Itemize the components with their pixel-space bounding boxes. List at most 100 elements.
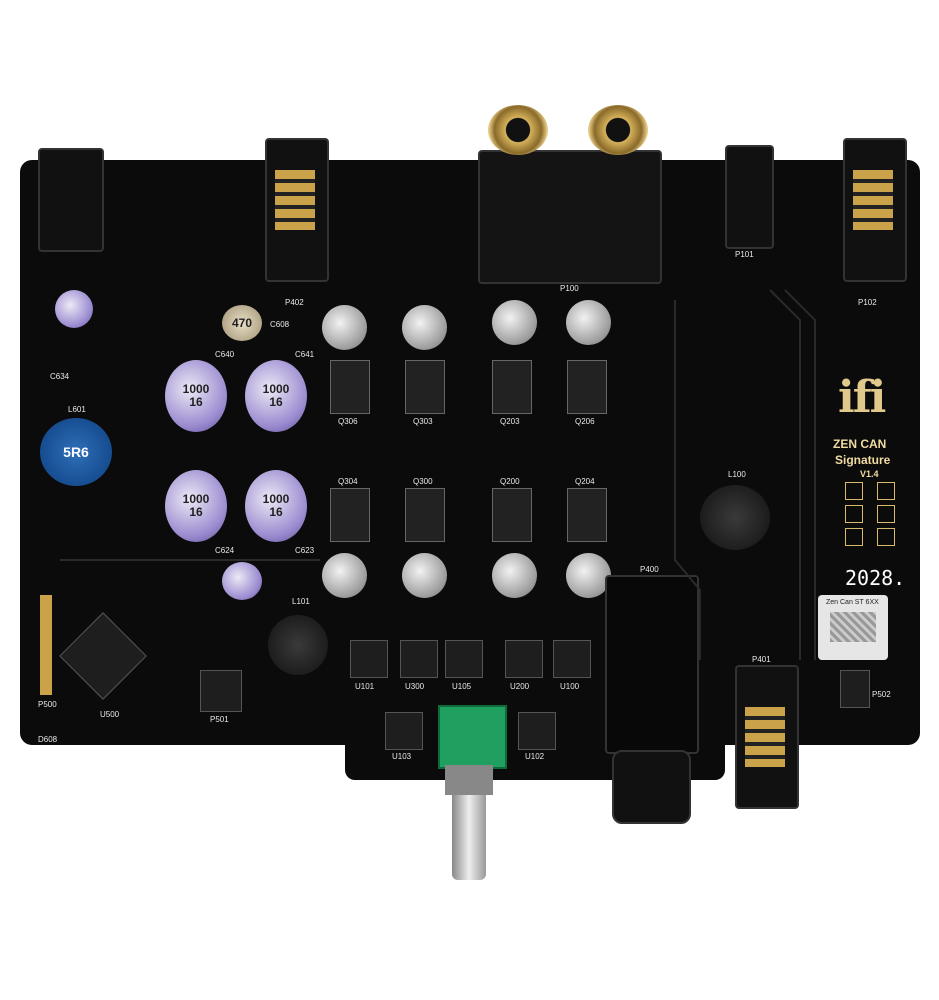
cap-value: 470 bbox=[231, 315, 253, 330]
label-l101: L101 bbox=[292, 597, 310, 606]
label-l100: L100 bbox=[728, 470, 746, 479]
chip-u200 bbox=[505, 640, 543, 678]
label-l601: L601 bbox=[68, 405, 86, 414]
cap-value: 1000 bbox=[182, 382, 210, 396]
label-p402: P402 bbox=[285, 298, 304, 307]
gold-contacts bbox=[745, 707, 785, 767]
cap-value: 1000 bbox=[262, 492, 290, 506]
power-inductor: 5R6 bbox=[40, 418, 112, 486]
transistor-q306 bbox=[330, 360, 370, 414]
label-u300: U300 bbox=[405, 682, 425, 691]
label-u103: U103 bbox=[392, 752, 412, 761]
label-p100: P100 bbox=[560, 284, 579, 293]
label-c623: C623 bbox=[295, 546, 315, 555]
label-c641: C641 bbox=[295, 350, 315, 359]
silkscreen-box bbox=[877, 505, 895, 523]
transistor-q303 bbox=[405, 360, 445, 414]
volume-knob-shaft[interactable] bbox=[452, 795, 486, 880]
header-p500 bbox=[40, 595, 52, 695]
label-p401: P401 bbox=[752, 655, 771, 664]
label-u105: U105 bbox=[452, 682, 472, 691]
serial-number: 2028. bbox=[845, 566, 906, 590]
silkscreen-box bbox=[877, 482, 895, 500]
chip-u300 bbox=[400, 640, 438, 678]
label-u200: U200 bbox=[510, 682, 530, 691]
product-name: ZEN CAN bbox=[833, 437, 887, 451]
silkscreen-box bbox=[845, 505, 863, 523]
silkscreen-box bbox=[845, 528, 863, 546]
silkscreen-box bbox=[845, 482, 863, 500]
cap-voltage: 16 bbox=[189, 395, 203, 409]
ifi-logo: ifi bbox=[838, 372, 886, 423]
header-p502 bbox=[840, 670, 870, 708]
label-p500: P500 bbox=[38, 700, 57, 709]
silkscreen-box bbox=[877, 528, 895, 546]
headphone-jack-barrel bbox=[612, 750, 691, 824]
audio-capacitor bbox=[402, 305, 447, 350]
label-q204: Q204 bbox=[575, 477, 595, 486]
chip-u101 bbox=[350, 640, 388, 678]
audio-capacitor bbox=[492, 300, 537, 345]
label-u101: U101 bbox=[355, 682, 375, 691]
label-c640: C640 bbox=[215, 350, 235, 359]
cap-voltage: 16 bbox=[269, 395, 283, 409]
balanced-jack-top-left bbox=[265, 138, 329, 282]
cap-value: 1000 bbox=[182, 492, 210, 506]
audio-capacitor bbox=[322, 305, 367, 350]
audio-capacitor bbox=[402, 553, 447, 598]
dc-power-jack bbox=[38, 148, 104, 252]
label-c624: C624 bbox=[215, 546, 235, 555]
label-u500: U500 bbox=[100, 710, 120, 719]
small-capacitor bbox=[222, 562, 262, 600]
balanced-headphone-jack bbox=[735, 665, 799, 809]
rca-jack-left bbox=[488, 105, 548, 155]
transistor-q200 bbox=[492, 488, 532, 542]
chip-u102 bbox=[518, 712, 556, 750]
inductor-l100 bbox=[700, 485, 770, 550]
label-p101: P101 bbox=[735, 250, 754, 259]
cap-value: 1000 bbox=[262, 382, 290, 396]
transistor-q300 bbox=[405, 488, 445, 542]
label-p501: P501 bbox=[210, 715, 229, 724]
audio-capacitor bbox=[322, 553, 367, 598]
chip-u103 bbox=[385, 712, 423, 750]
label-q206: Q206 bbox=[575, 417, 595, 426]
inductor-marking: 5R6 bbox=[63, 444, 89, 460]
label-u100: U100 bbox=[560, 682, 580, 691]
label-c608: C608 bbox=[270, 320, 290, 329]
label-u102: U102 bbox=[525, 752, 545, 761]
transistor-q204 bbox=[567, 488, 607, 542]
input-jack-3-5mm bbox=[725, 145, 774, 249]
label-c634: C634 bbox=[50, 372, 70, 381]
rca-jack-right bbox=[588, 105, 648, 155]
audio-capacitor bbox=[492, 553, 537, 598]
potentiometer-thread bbox=[445, 765, 493, 795]
headphone-jack-6-35mm bbox=[605, 575, 699, 754]
label-p502: P502 bbox=[872, 690, 891, 699]
rca-input-block bbox=[478, 150, 662, 284]
balanced-jack-top-right bbox=[843, 138, 907, 282]
transistor-q304 bbox=[330, 488, 370, 542]
product-version: V1.4 bbox=[860, 469, 879, 479]
label-q300: Q300 bbox=[413, 477, 433, 486]
label-q200: Q200 bbox=[500, 477, 520, 486]
cap-voltage: 16 bbox=[189, 505, 203, 519]
label-p400: P400 bbox=[640, 565, 659, 574]
label-q203: Q203 bbox=[500, 417, 520, 426]
header-p501 bbox=[200, 670, 242, 712]
gold-contacts bbox=[853, 170, 893, 230]
transistor-q206 bbox=[567, 360, 607, 414]
product-edition: Signature bbox=[835, 453, 891, 467]
cap-voltage: 16 bbox=[269, 505, 283, 519]
label-q304: Q304 bbox=[338, 477, 358, 486]
chip-u105 bbox=[445, 640, 483, 678]
qr-sticker: Zen Can ST 6XX bbox=[818, 595, 888, 660]
audio-capacitor bbox=[566, 300, 611, 345]
audio-capacitor bbox=[566, 553, 611, 598]
capacitor-c608: 470 bbox=[222, 305, 262, 341]
